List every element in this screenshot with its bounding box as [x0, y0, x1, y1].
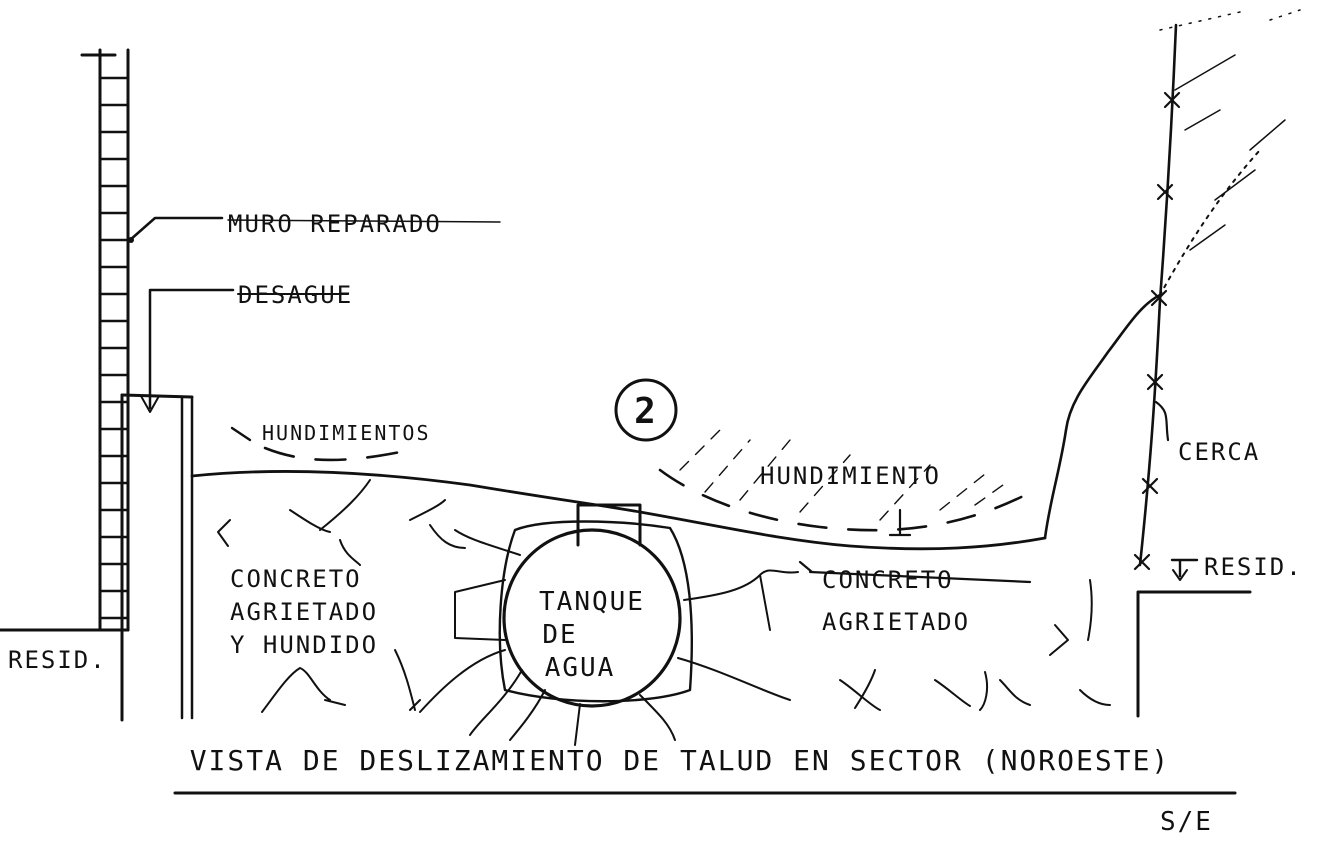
label-hundimientos: HUNDIMIENTOS [262, 421, 431, 445]
label-cerca: CERCA [1178, 438, 1260, 466]
diagram-title: VISTA DE DESLIZAMIENTO DE TALUD EN SECTO… [190, 744, 1171, 777]
subsidence-arc [658, 468, 1037, 532]
water-tank [498, 503, 694, 708]
fence-post-mark [1141, 477, 1159, 495]
slide-scarp-line [1043, 293, 1162, 540]
right-crack-marks [839, 579, 1111, 711]
tank-cracks [419, 529, 799, 746]
label-agrietado-1: AGRIETADO [230, 598, 378, 626]
slope-top-dots [1159, 9, 1301, 31]
label-y-hundido: Y HUNDIDO [230, 631, 378, 659]
left-residence-wall [120, 393, 194, 722]
fence [1133, 23, 1181, 571]
label-concreto-1: CONCRETO [230, 565, 362, 593]
repaired-wall [0, 48, 130, 632]
slope-hatch [1174, 54, 1286, 251]
concrete-pointer-right [798, 560, 1032, 584]
label-resid-left: RESID. [8, 646, 107, 674]
subsidence-tick [888, 508, 912, 537]
subsidence-hatch [679, 429, 1011, 521]
fence-pointer [1154, 400, 1170, 442]
scale-note: S/E [1160, 807, 1213, 837]
fence-post-mark [1163, 91, 1181, 109]
sector-number-circle [614, 378, 678, 442]
fence-post-mark [1150, 289, 1168, 307]
label-tanque: TANQUE [539, 587, 645, 617]
left-crack-marks [217, 479, 466, 713]
subsidences-tick [230, 426, 252, 442]
label-de: DE [542, 620, 577, 650]
wall-pointer [128, 216, 224, 242]
label-agua: AGUA [545, 653, 616, 683]
label-hundimiento: HUNDIMIENTO [760, 462, 941, 490]
wall-pointer-dot [128, 237, 134, 243]
slope-dotted-line [1159, 149, 1261, 296]
fence-post-mark [1133, 553, 1151, 571]
label-muro-reparado: MURO REPARADO [228, 210, 442, 238]
drain-pointer [140, 288, 235, 413]
fence-post-mark [1146, 373, 1164, 391]
underline-muro [227, 219, 501, 223]
sector-number: 2 [634, 391, 658, 432]
subsidences-arc-left [263, 446, 412, 462]
label-resid-right: RESID. [1204, 553, 1303, 581]
label-agrietado-2: AGRIETADO [822, 608, 970, 636]
fence-post-mark [1156, 183, 1174, 201]
right-residence-wall [1136, 558, 1252, 718]
label-concreto-2: CONCRETO [822, 566, 954, 594]
